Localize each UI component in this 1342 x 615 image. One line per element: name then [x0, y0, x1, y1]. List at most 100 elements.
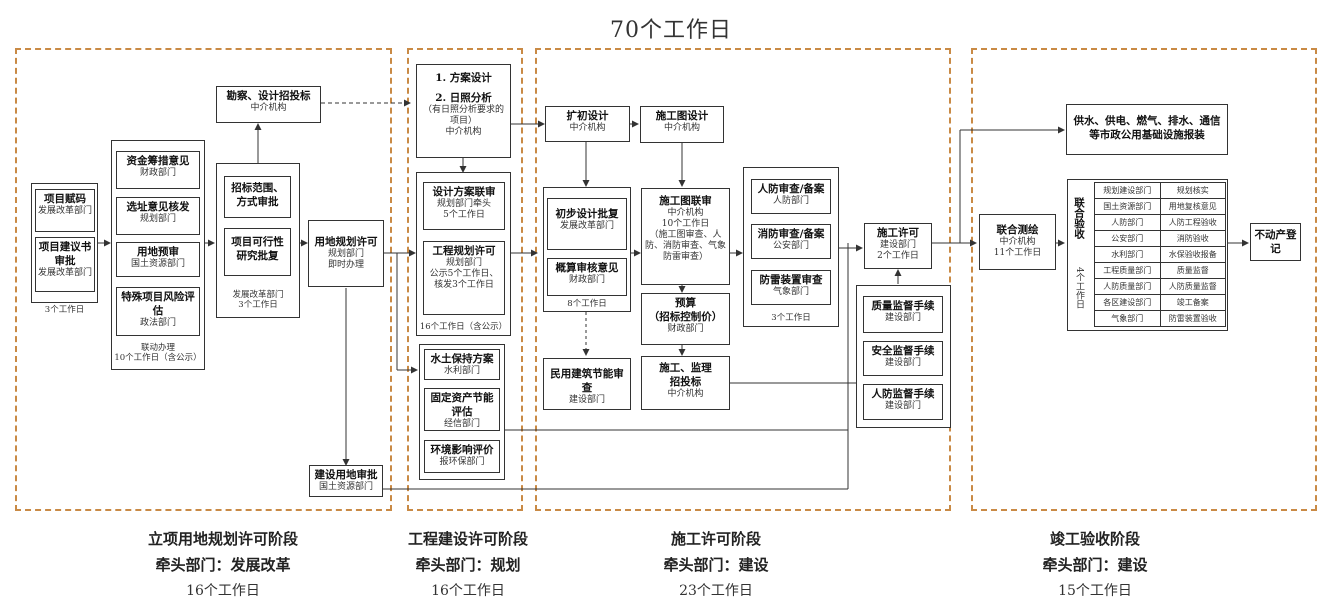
scheme-design-title: 1. 方案设计 — [435, 72, 492, 84]
phase-4-label: 竣工验收阶段 牵头部门：建设 15个工作日 — [985, 526, 1205, 604]
item-cell: 用地复核意见 — [1159, 198, 1226, 215]
project-proposal-dept: 发展改革部门 — [38, 268, 93, 278]
prelim-approval-title: 初步设计批复 — [555, 208, 619, 220]
energy-review-title: 民用建筑节能审查 — [550, 368, 624, 394]
land-pre-dept: 国土资源部门 — [130, 259, 185, 269]
land-approval-box: 建设用地审批 国土资源部门 — [309, 465, 383, 497]
construction-design-title: 施工图设计 — [655, 110, 709, 122]
acceptance-table: 规划建设部门规划核实国土资源部门用地复核意见人防部门人防工程验收公安部门消防验收… — [1094, 182, 1226, 327]
item-cell: 消防验收 — [1159, 230, 1226, 247]
civil-defense-title: 人防审查/备案 — [757, 183, 825, 195]
phase-3-label: 施工许可阶段 牵头部门：建设 23个工作日 — [606, 526, 826, 604]
construction-design-box: 施工图设计 中介机构 — [640, 106, 724, 143]
joint-review-dept: 规划部门牵头 — [436, 199, 491, 209]
phase-2-name: 工程建设许可阶段 — [407, 530, 528, 548]
joint-review-title: 设计方案联审 — [432, 186, 496, 198]
item-cell: 防雷装置验收 — [1159, 310, 1226, 327]
phase-1-lead: 牵头部门：发展改革 — [155, 556, 291, 574]
project-code-dept: 发展改革部门 — [38, 206, 93, 216]
col1-note: 3个工作日 — [44, 305, 85, 315]
prelim-approval-box: 初步设计批复 发展改革部门 — [547, 198, 627, 250]
civil-defense-box: 人防审查/备案 人防部门 — [751, 179, 831, 214]
item-cell: 人防工程验收 — [1159, 214, 1226, 231]
table-row: 人防部门人防工程验收 — [1094, 214, 1226, 231]
stage3-right-note: 3个工作日 — [771, 313, 811, 323]
env-title: 环境影响评价 — [430, 444, 494, 456]
eng-permit-days: 公示5个工作日、核发3个工作日 — [429, 269, 499, 290]
eng-permit-box: 工程规划许可 规划部门 公示5个工作日、核发3个工作日 — [423, 241, 505, 315]
item-cell: 规划核实 — [1159, 182, 1226, 199]
col2-note-line2: 10个工作日（含公示） — [114, 353, 202, 363]
fire-box: 消防审查/备案 公安部门 — [751, 224, 831, 259]
table-row: 公安部门消防验收 — [1094, 230, 1226, 247]
budget-box: 预算 （招标控制价） 财政部门 — [641, 293, 730, 345]
budget-review-title: 概算审核意见 — [555, 262, 619, 274]
col2-note-line1: 联动办理 — [140, 343, 175, 353]
scheme-design-box: 1. 方案设计 2. 日照分析 （有日照分析要求的项目） 中介机构 — [416, 64, 511, 158]
funding-box: 资金筹措意见 财政部门 — [116, 151, 200, 189]
budget-review-box: 概算审核意见 财政部门 — [547, 258, 627, 296]
construction-permit-title: 施工许可 — [877, 227, 919, 239]
funding-title: 资金筹措意见 — [126, 155, 190, 167]
joint-survey-days: 11个工作日 — [993, 248, 1042, 258]
drawing-review-scope: （施工图审查、人防、消防审查、气象防雷审查） — [644, 230, 726, 262]
eng-permit-dept: 规划部门 — [445, 258, 482, 268]
land-permit-box: 用地规划许可 规划部门 即时办理 — [308, 220, 384, 287]
col2-note: 联动办理 10个工作日（含公示） — [111, 343, 205, 363]
table-row: 工程质量部门质量监督 — [1094, 262, 1226, 279]
phase-4-name: 竣工验收阶段 — [1049, 530, 1140, 548]
cd-supervision-box: 人防监督手续 建设部门 — [863, 384, 943, 420]
civil-defense-dept: 人防部门 — [772, 196, 809, 206]
phase-2-label: 工程建设许可阶段 牵头部门：规划 16个工作日 — [358, 526, 578, 604]
table-row: 人防质量部门人防质量监督 — [1094, 278, 1226, 295]
land-permit-dept: 规划部门 — [327, 249, 364, 259]
dept-cell: 国土资源部门 — [1094, 198, 1161, 215]
joint-survey-box: 联合测绘 中介机构 11个工作日 — [979, 214, 1056, 270]
survey-bid-box: 勘察、设计招投标 中介机构 — [216, 86, 321, 123]
stage2-group-note: 16个工作日（含公示） — [419, 322, 508, 332]
safety-title: 安全监督手续 — [871, 345, 935, 357]
funding-dept: 财政部门 — [139, 168, 176, 178]
dept-cell: 各区建设部门 — [1094, 294, 1161, 311]
drawing-review-title: 施工图联审 — [659, 195, 712, 207]
risk-dept: 政法部门 — [139, 318, 176, 328]
lightning-box: 防雷装置审查 气象部门 — [751, 270, 831, 305]
site-selection-title: 选址意见核发 — [126, 201, 190, 213]
stage3-frame — [535, 48, 951, 511]
project-proposal-title: 项目建议书审批 — [38, 241, 92, 267]
item-cell: 竣工备案 — [1159, 294, 1226, 311]
site-selection-dept: 规划部门 — [139, 214, 176, 224]
budget-review-dept: 财政部门 — [568, 275, 605, 285]
drawing-review-dept: 中介机构 — [667, 208, 704, 218]
budget-title: 预算 — [675, 297, 696, 309]
sunlight-note: （有日照分析要求的项目） — [422, 105, 504, 126]
diagram-title: 70个工作日 — [610, 18, 732, 43]
utilities-box: 供水、供电、燃气、排水、通信 等市政公用基础设施报装 — [1066, 104, 1228, 155]
stage3-left-note: 8个工作日 — [567, 299, 607, 309]
land-permit-title: 用地规划许可 — [314, 236, 378, 248]
water-title: 水土保持方案 — [430, 353, 494, 365]
table-row: 水利部门水保验收报备 — [1094, 246, 1226, 263]
registration-box: 不动产登记 — [1250, 223, 1301, 261]
joint-acceptance-label: 联合验收 — [1073, 197, 1085, 239]
table-row: 气象部门防雷装置验收 — [1094, 310, 1226, 327]
construction-permit-days: 2个工作日 — [877, 251, 919, 261]
lightning-dept: 气象部门 — [772, 287, 809, 297]
budget-dept: 财政部门 — [667, 324, 704, 334]
joint-survey-title: 联合测绘 — [996, 224, 1039, 236]
quality-dept: 建设部门 — [884, 313, 921, 323]
item-cell: 水保验收报备 — [1159, 246, 1226, 263]
table-row: 各区建设部门竣工备案 — [1094, 294, 1226, 311]
water-dept: 水利部门 — [443, 366, 480, 376]
construction-design-dept: 中介机构 — [663, 123, 700, 133]
phase-1-days: 16个工作日 — [186, 583, 260, 599]
env-dept: 报环保部门 — [439, 457, 485, 467]
land-pre-title: 用地预审 — [137, 246, 179, 258]
fire-title: 消防审查/备案 — [757, 228, 825, 240]
cd-supervision-title: 人防监督手续 — [871, 388, 935, 400]
env-box: 环境影响评价 报环保部门 — [424, 440, 500, 473]
bid-scope-box: 招标范围、方式审批 — [224, 176, 291, 218]
project-code-title: 项目赋码 — [44, 193, 86, 205]
lightning-title: 防雷装置审查 — [759, 274, 823, 286]
